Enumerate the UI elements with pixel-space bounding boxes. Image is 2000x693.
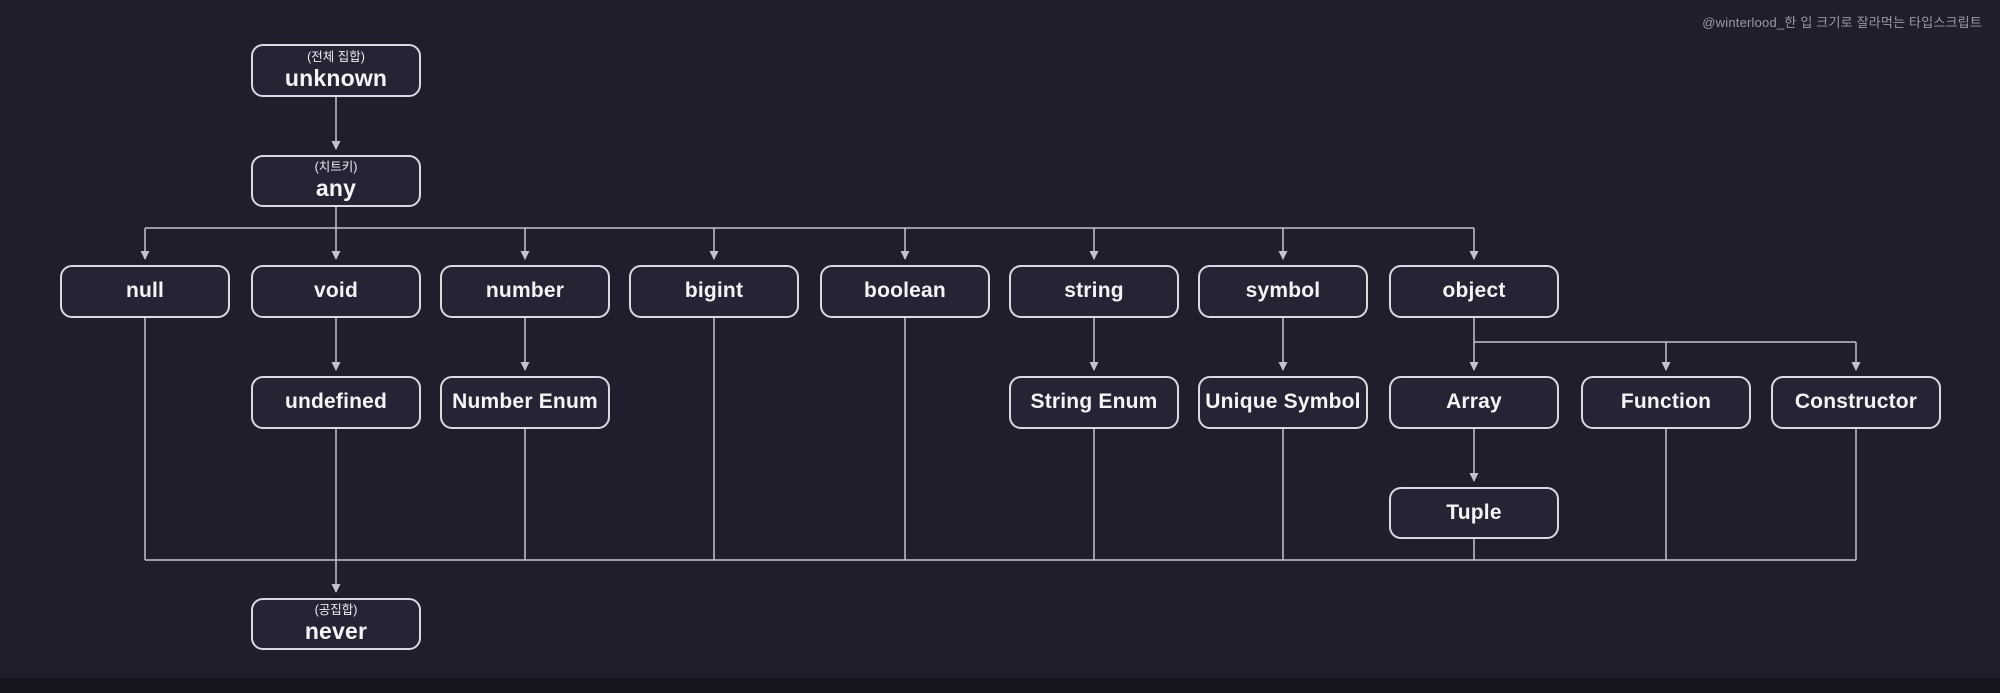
node-bigint-label: bigint	[684, 279, 744, 303]
node-number-enum: Number Enum	[440, 376, 610, 429]
node-string-enum: String Enum	[1009, 376, 1179, 429]
node-void-label: void	[314, 279, 358, 303]
node-any-label: any	[315, 175, 357, 202]
node-string: string	[1009, 265, 1179, 318]
node-undefined: undefined	[251, 376, 421, 429]
node-string-label: string	[1064, 279, 1124, 303]
node-function: Function	[1581, 376, 1751, 429]
watermark-text: @winterlood_한 입 크기로 잘라먹는 타입스크립트	[1702, 15, 1982, 30]
node-number-label: number	[485, 279, 565, 303]
node-never-label: never	[304, 618, 368, 645]
node-boolean-label: boolean	[864, 279, 946, 303]
node-tuple: Tuple	[1389, 487, 1559, 539]
node-object: object	[1389, 265, 1559, 318]
node-any-annotation: (치트키)	[314, 160, 358, 175]
node-number-enum-label: Number Enum	[452, 390, 598, 414]
node-bigint: bigint	[629, 265, 799, 318]
node-function-label: Function	[1620, 390, 1712, 414]
node-undefined-label: undefined	[284, 390, 388, 414]
node-tuple-label: Tuple	[1446, 500, 1502, 524]
node-number: number	[440, 265, 610, 318]
node-symbol: symbol	[1198, 265, 1368, 318]
node-never: (공집합) never	[251, 598, 421, 650]
node-symbol-label: symbol	[1245, 279, 1321, 303]
node-unique-symbol: Unique Symbol	[1198, 376, 1368, 429]
node-unique-symbol-label: Unique Symbol	[1205, 390, 1361, 414]
node-void: void	[251, 265, 421, 318]
node-object-label: object	[1442, 279, 1506, 303]
node-never-annotation: (공집합)	[314, 603, 358, 618]
node-any: (치트키) any	[251, 155, 421, 207]
node-unknown-label: unknown	[284, 64, 388, 91]
node-string-enum-label: String Enum	[1030, 390, 1158, 414]
node-unknown-annotation: (전체 집합)	[307, 49, 365, 64]
node-unknown: (전체 집합) unknown	[251, 44, 421, 97]
node-array-label: Array	[1446, 390, 1502, 414]
node-constructor-label: Constructor	[1794, 390, 1918, 414]
node-null-label: null	[125, 279, 165, 303]
node-null: null	[60, 265, 230, 318]
node-constructor: Constructor	[1771, 376, 1941, 429]
bottom-edge-strip	[0, 678, 2000, 693]
node-boolean: boolean	[820, 265, 990, 318]
node-array: Array	[1389, 376, 1559, 429]
